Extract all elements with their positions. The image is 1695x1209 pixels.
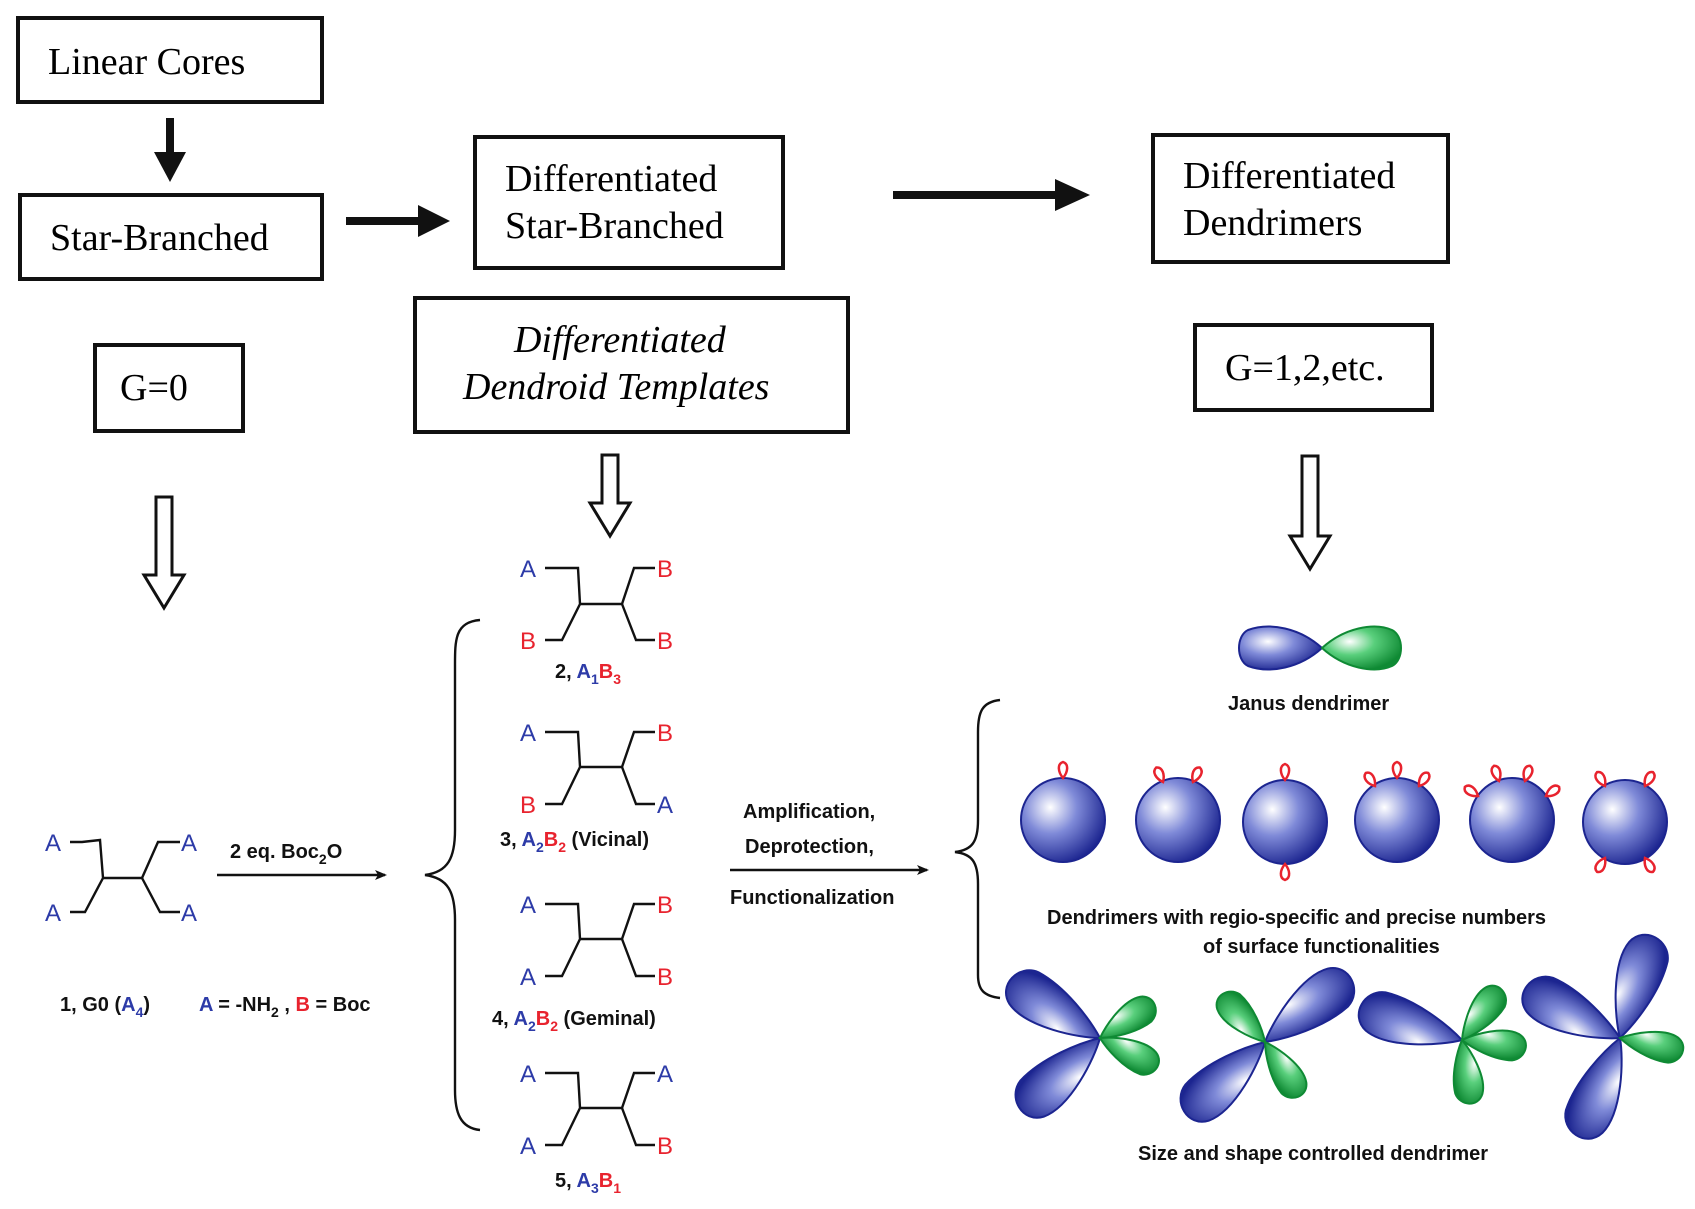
arrow-down-1 [154, 118, 186, 182]
dendrimer-sphere-5 [1461, 763, 1563, 863]
atom-b: B [657, 892, 673, 919]
shape-dendrimer-3 [1349, 979, 1531, 1106]
atom-b: B [657, 628, 673, 655]
atom-a: A [181, 900, 197, 927]
regio-caption-line1: Dendrimers with regio-specific and preci… [1047, 907, 1546, 929]
reagent-label: 2 eq. Boc2O [230, 841, 342, 867]
atom-b: B [657, 1133, 673, 1160]
compound-2-label: 2, A1B3 [555, 661, 621, 687]
box-g0: G=0 [93, 343, 245, 433]
atom-a: A [520, 1061, 536, 1088]
atom-a: A [657, 792, 673, 819]
arrow-right-1 [346, 205, 450, 237]
box-star-branched: Star-Branched [18, 193, 324, 281]
compound-2-structure: A B B B [520, 556, 673, 655]
regio-caption-line2: of surface functionalities [1203, 936, 1440, 958]
atom-a: A [520, 964, 536, 991]
compound-1-label: 1, G0 (A4) [60, 994, 150, 1020]
hollow-arrow-middle [587, 453, 633, 539]
linear-cores-label: Linear Cores [48, 41, 245, 83]
atom-a: A [520, 556, 536, 583]
process-line3: Functionalization [730, 887, 894, 909]
shape-dendrimer-2 [1169, 959, 1365, 1131]
atom-a: A [520, 1133, 536, 1160]
atom-b: B [657, 964, 673, 991]
hollow-arrow-right [1287, 454, 1333, 572]
atom-b: B [657, 556, 673, 583]
dendrimer-sphere-1 [1020, 760, 1106, 863]
compound-1-structure: A A A A [45, 830, 197, 927]
diff-star-line2: Star-Branched [505, 205, 724, 247]
compound-3-label: 3, A2B2 (Vicinal) [500, 829, 649, 855]
shape-dendrimer-4 [1512, 925, 1689, 1149]
box-g-higher: G=1,2,etc. [1193, 323, 1434, 412]
atom-a: A [45, 900, 61, 927]
templates-line2: Dendroid Templates [462, 366, 769, 408]
atom-a: A [520, 892, 536, 919]
g0-label: G=0 [120, 367, 188, 409]
janus-dendrimer [1238, 625, 1402, 671]
atom-b: B [520, 628, 536, 655]
dendrimer-sphere-3 [1242, 762, 1328, 882]
janus-caption: Janus dendrimer [1228, 693, 1389, 715]
box-linear-cores: Linear Cores [16, 16, 324, 104]
star-branched-label: Star-Branched [50, 217, 269, 259]
compound-4-label: 4, A2B2 (Geminal) [492, 1008, 656, 1034]
atom-b: B [657, 720, 673, 747]
atom-b: B [520, 792, 536, 819]
compound-5-structure: A A A B [520, 1061, 673, 1160]
diff-star-line1: Differentiated [505, 158, 717, 200]
box-differentiated-star-branched: Differentiated Star-Branched [473, 135, 785, 270]
process-line2: Deprotection, [745, 836, 874, 858]
compound-4-structure: A A B B [520, 892, 673, 991]
hollow-arrow-left [141, 495, 187, 611]
templates-line1: Differentiated [513, 319, 727, 361]
compound-3-structure: A B B A [520, 720, 673, 819]
g-higher-label: G=1,2,etc. [1225, 347, 1385, 389]
dendrimer-sphere-2 [1135, 764, 1221, 863]
shape-dendrimer-1 [996, 957, 1166, 1127]
atom-a: A [520, 720, 536, 747]
box-dendroid-templates: Differentiated Dendroid Templates [413, 296, 850, 434]
dendrimer-sphere-4 [1354, 760, 1440, 863]
dendrimer-sphere-6 [1582, 768, 1668, 876]
substituent-legend: A = -NH2 , B = Boc [199, 994, 371, 1020]
compound-5-label: 5, A3B1 [555, 1170, 621, 1196]
box-differentiated-dendrimers: Differentiated Dendrimers [1151, 133, 1450, 264]
left-brace [424, 618, 481, 1132]
process-line1: Amplification, [743, 801, 875, 823]
atom-a: A [657, 1061, 673, 1088]
right-brace [954, 698, 1001, 1000]
diff-dend-line2: Dendrimers [1183, 202, 1362, 244]
arrow-right-2 [893, 179, 1090, 211]
atom-a: A [45, 830, 61, 857]
shape-caption: Size and shape controlled dendrimer [1138, 1143, 1488, 1165]
atom-a: A [181, 830, 197, 857]
diff-dend-line1: Differentiated [1183, 155, 1395, 197]
